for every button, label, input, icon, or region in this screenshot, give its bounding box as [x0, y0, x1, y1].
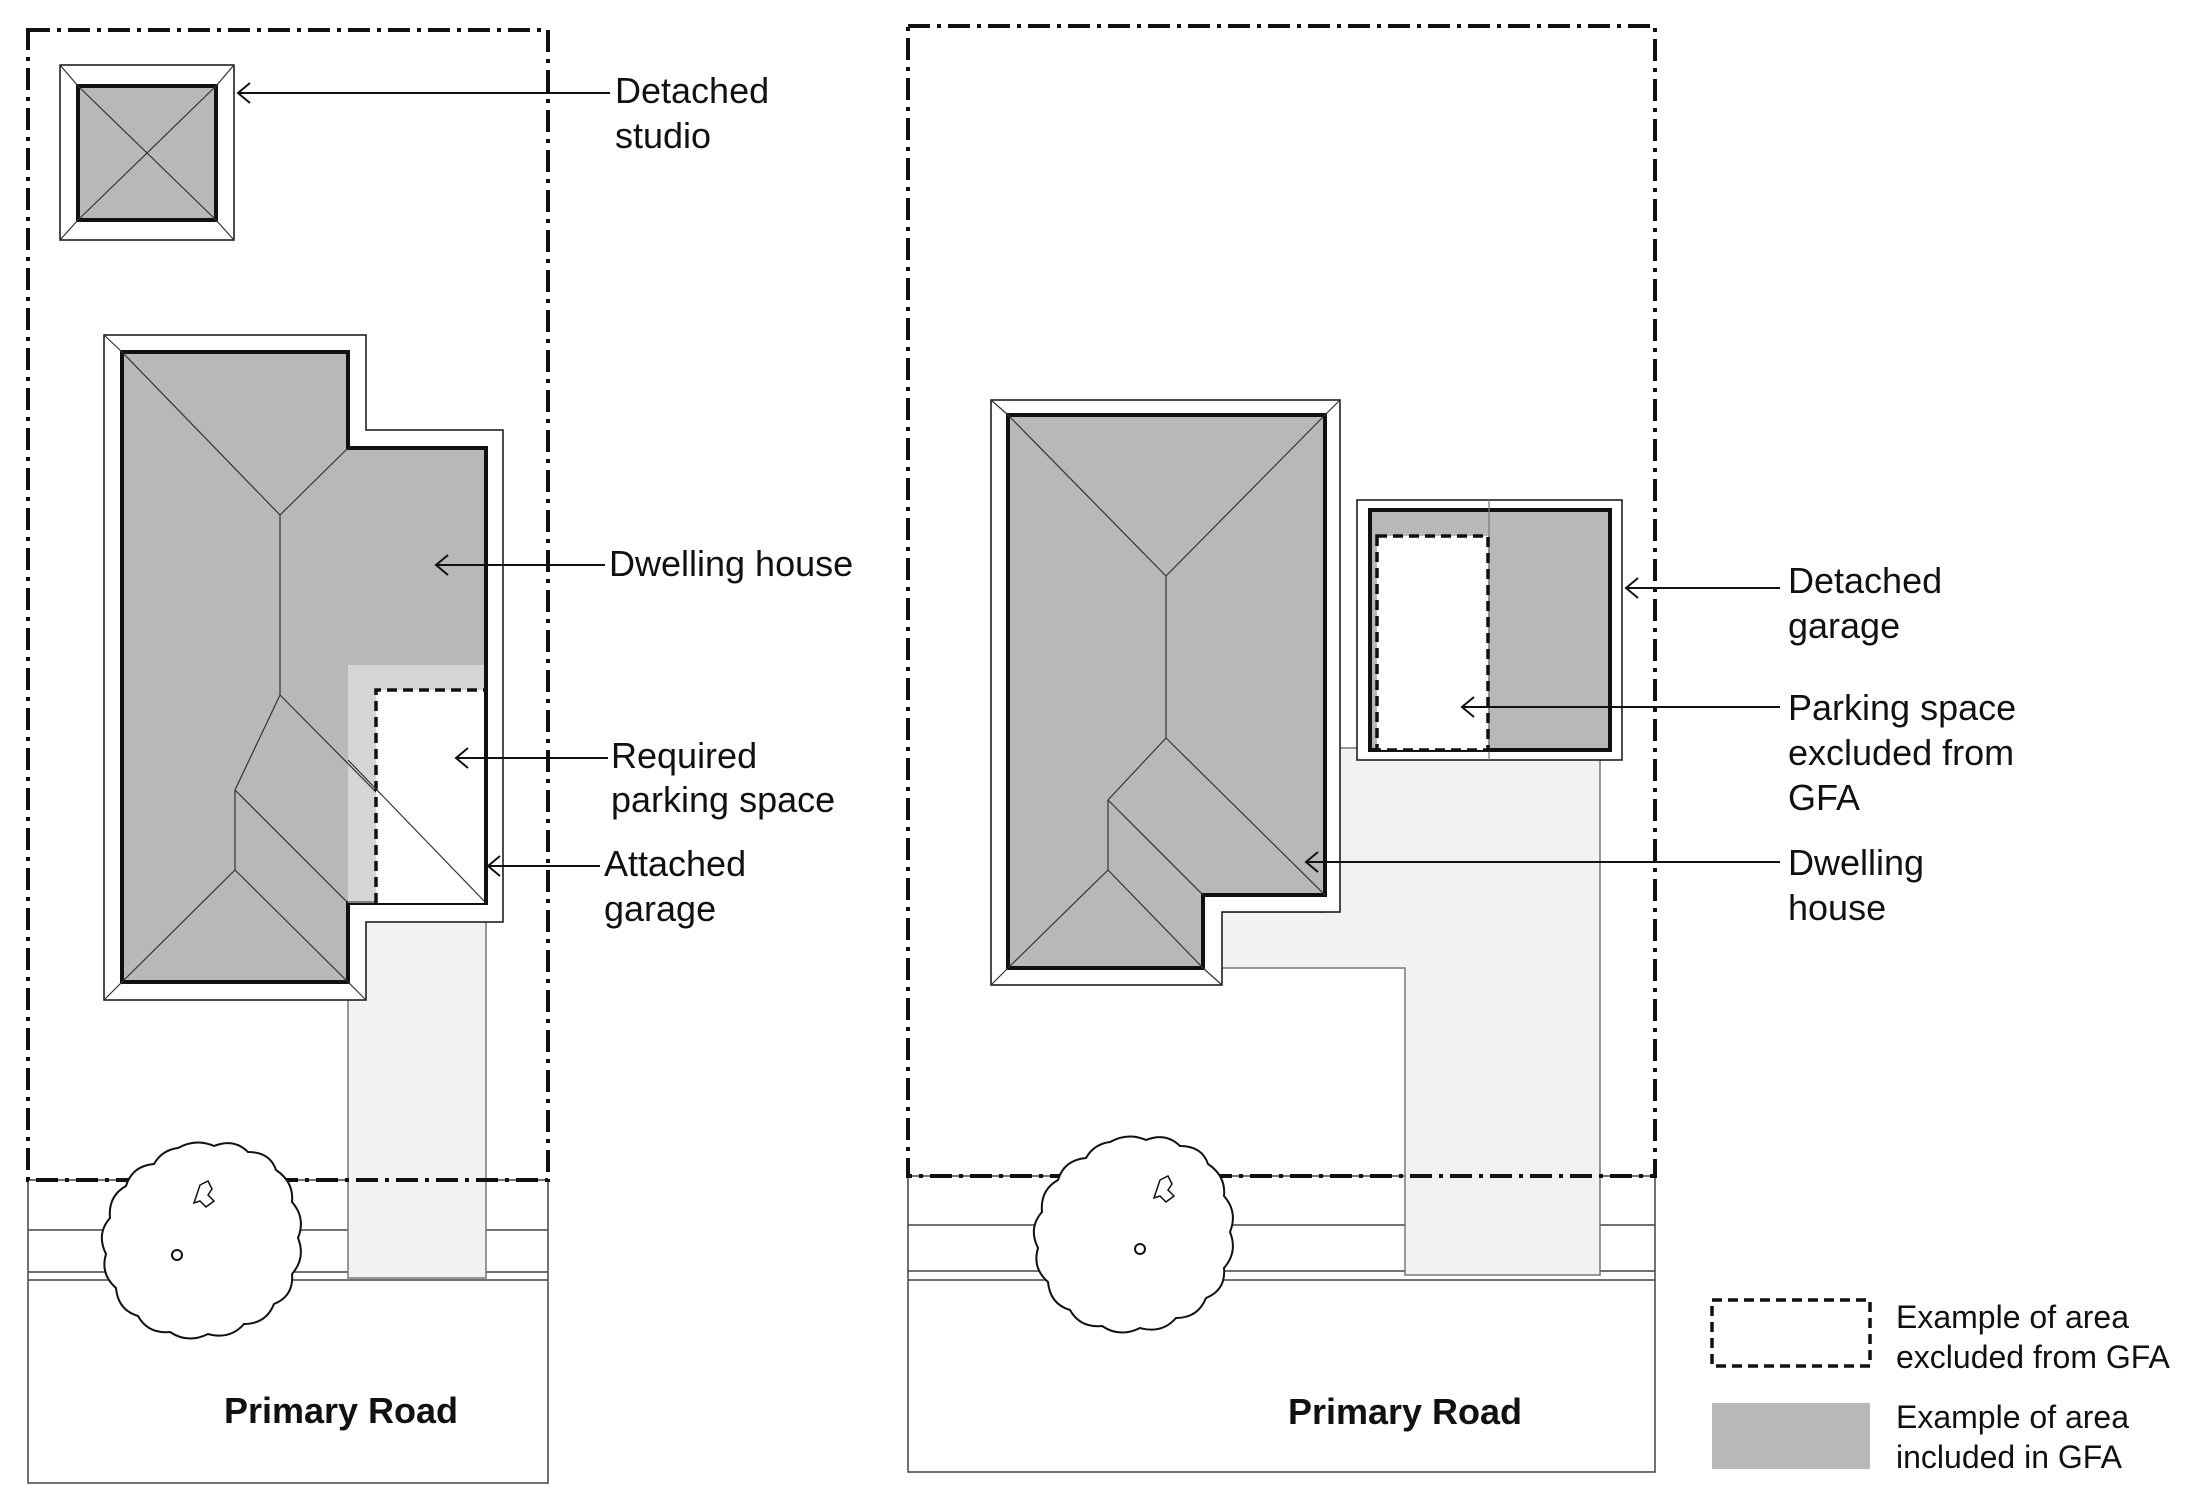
legend-included-swatch [1712, 1403, 1870, 1469]
left-label-garage-2: garage [604, 888, 716, 929]
legend: Example of area excluded from GFA Exampl… [1710, 1298, 2171, 1475]
left-studio-corner-4 [215, 219, 235, 241]
right-tree-icon [1032, 1135, 1234, 1334]
left-dwelling-hips [103, 334, 487, 1001]
right-leaders [1304, 577, 1780, 873]
left-parking-space [376, 690, 486, 903]
right-parking-space [1375, 534, 1490, 752]
legend-excluded-line-1: Example of area [1896, 1299, 2129, 1335]
right-dwelling-hips [990, 399, 1341, 986]
right-label-garage-1: Detached [1788, 560, 1942, 601]
right-label-dwelling-1: Dwelling [1788, 842, 1924, 883]
left-label-studio-1: Detached [615, 70, 769, 111]
left-leaders [236, 82, 610, 877]
legend-included-line-1: Example of area [1896, 1399, 2129, 1435]
left-garage-diagonal [347, 759, 487, 904]
legend-included-line-2: included in GFA [1896, 1439, 2123, 1475]
left-tree-icon [100, 1141, 302, 1340]
legend-excluded-swatch [1710, 1298, 1872, 1368]
left-studio-corner-1 [59, 64, 79, 87]
right-label-parking-2: excluded from [1788, 732, 2014, 773]
left-label-parking-2: parking space [611, 779, 835, 820]
left-studio-hip-2 [77, 85, 217, 221]
right-label-parking-1: Parking space [1788, 687, 2016, 728]
left-label-garage-1: Attached [604, 843, 746, 884]
left-studio-corner-3 [59, 219, 79, 241]
left-plan: Primary Road Detached studio Dwelling ho… [26, 28, 853, 1484]
right-label-garage-2: garage [1788, 605, 1900, 646]
left-label-studio-2: studio [615, 115, 711, 156]
left-studio-corner-2 [215, 64, 235, 87]
legend-excluded-line-2: excluded from GFA [1896, 1339, 2171, 1375]
left-parking-dash [374, 688, 486, 903]
right-site-boundary [906, 24, 1657, 1178]
left-label-dwelling: Dwelling house [609, 543, 853, 584]
left-road-label: Primary Road [224, 1390, 458, 1431]
left-label-parking-1: Required [611, 735, 757, 776]
right-plan: Primary Road Detached garage Parking spa… [906, 24, 2016, 1473]
right-label-parking-3: GFA [1788, 777, 1860, 818]
right-label-dwelling-2: house [1788, 887, 1886, 928]
left-site-boundary [26, 28, 550, 1182]
right-road-label: Primary Road [1288, 1391, 1522, 1432]
